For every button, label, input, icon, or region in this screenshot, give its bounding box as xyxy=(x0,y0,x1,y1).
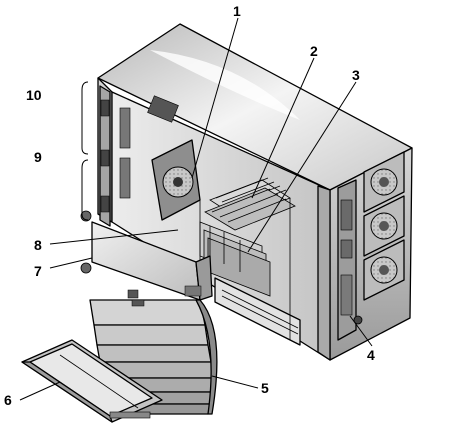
drive-bay-3 xyxy=(363,239,405,301)
front-lock-icon xyxy=(353,315,363,325)
callout-7: 7 xyxy=(34,263,42,279)
callout-8: 8 xyxy=(34,237,42,253)
drive-bay-2 xyxy=(363,195,405,257)
bracket-10 xyxy=(81,81,89,155)
callout-9: 9 xyxy=(34,149,42,165)
lower-drive-cage xyxy=(214,277,301,346)
drive-bays xyxy=(337,151,405,341)
callout-10: 10 xyxy=(26,87,42,103)
callout-4: 4 xyxy=(367,347,375,363)
drive-tray xyxy=(21,339,163,423)
callout-3: 3 xyxy=(352,67,360,83)
interior-components xyxy=(119,95,301,346)
expansion-cards xyxy=(199,221,271,297)
callout-1: 1 xyxy=(233,3,241,19)
leader-lines xyxy=(19,17,373,401)
callout-6: 6 xyxy=(4,392,12,408)
callout-5: 5 xyxy=(261,380,269,396)
stacked-shroud xyxy=(89,299,218,415)
bracket-9 xyxy=(81,159,89,221)
callout-2: 2 xyxy=(310,43,318,59)
side-panel-hinge-rail xyxy=(99,85,111,227)
drive-bay-1 xyxy=(363,151,405,213)
